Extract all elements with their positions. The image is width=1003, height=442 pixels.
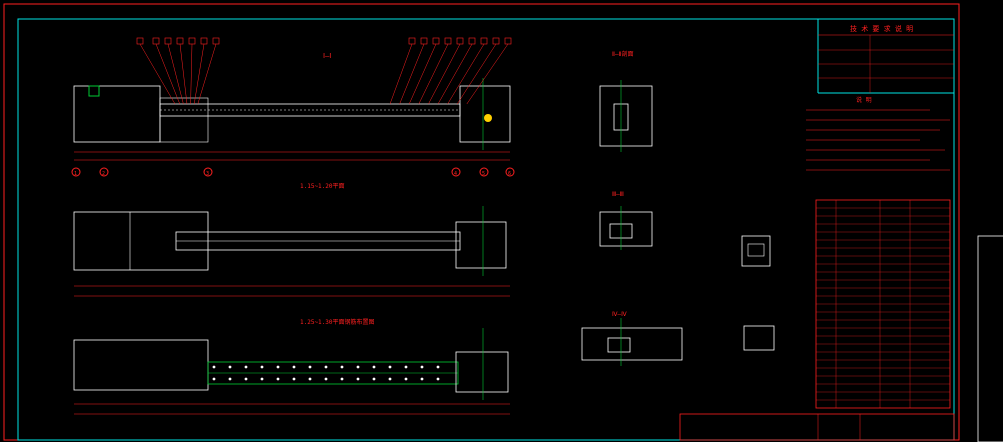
table-rows [816,207,950,401]
notes-header: 说 明 [856,96,872,104]
rebar-dot [356,365,360,369]
leader-tag [420,37,428,45]
title-strip [679,413,955,441]
plan-view-2-label: 1.25~1.30平面钢筋布置图 [300,318,375,326]
elevation-left-marker [88,85,100,97]
plan-view-1: 1.15~1.20平面 [73,183,510,297]
sheet-frame-inner [17,18,955,441]
rebar-dot [404,365,408,369]
leader-line [193,43,205,105]
rebar-dot [436,377,440,381]
leader-line [190,43,193,105]
leader-tag [200,37,208,45]
rebar-dot [420,377,424,381]
leader-tag [432,37,440,45]
rebar-dot [340,377,344,381]
leader-line [437,43,473,105]
leader-tag [188,37,196,45]
axis-bubble-3: 3 [206,171,209,177]
section-3-label: Ⅳ—Ⅳ [612,311,627,318]
rebar-dot [404,377,408,381]
axis-bubbles: 1 2 3 4 5 6 [71,167,515,177]
leader-line [447,43,485,105]
title-block: 技 术 要 求 说 明 说 明 [679,24,955,441]
axis-bubble-5: 5 [482,171,485,177]
axis-bubble-6: 6 [508,171,511,177]
leader-line [418,43,449,105]
rebar-dot [356,377,360,381]
rebar-dot [324,365,328,369]
elevation-view: Ⅰ—Ⅰ [73,52,511,161]
leader-tag [408,37,416,45]
leader-line [155,43,181,105]
rebar-dot [228,377,232,381]
leader-line [179,43,188,105]
leader-line [389,43,413,105]
rebar-dot [228,365,232,369]
leader-tag [444,37,452,45]
rebar-dot [388,365,392,369]
section-2-label: Ⅲ—Ⅲ [612,191,624,198]
rebar-dot [308,365,312,369]
rebar-dot [244,377,248,381]
leader-tag [456,37,464,45]
leader-line [139,43,176,105]
rebar-dot [372,377,376,381]
leader-tag [176,37,184,45]
plan-view-1-label: 1.15~1.20平面 [300,183,345,190]
leader-line [197,43,217,105]
leader-tag [164,37,172,45]
rebar-dot [308,377,312,381]
rebar-dot [212,365,216,369]
leader-lines [136,37,512,105]
axis-bubble-2: 2 [102,171,105,177]
title-block-header: 技 术 要 求 说 明 [850,24,913,33]
leader-tag [504,37,512,45]
elevation-highlight [484,114,492,122]
rebar-dot [276,377,280,381]
leader-tag [492,37,500,45]
plan-view-2: 1.25~1.30平面钢筋布置图 [73,318,510,415]
rebar-dot [276,365,280,369]
rebar-dot [340,365,344,369]
elevation-view-label: Ⅰ—Ⅰ [323,52,331,60]
axis-bubble-1: 1 [74,171,77,177]
rebar-dots [212,365,440,381]
rebar-dot [292,377,296,381]
rebar-dot [212,377,216,381]
section-1-label: Ⅱ—Ⅱ剖面 [612,50,634,58]
rebar-dot [292,365,296,369]
rebar-dot [260,365,264,369]
rebar-dot [244,365,248,369]
rebar-dot [436,365,440,369]
leader-line [399,43,425,105]
leader-tag [468,37,476,45]
leader-line [466,43,509,105]
leader-line [456,43,497,105]
rebar-dot [420,365,424,369]
rebar-dot [372,365,376,369]
axis-bubble-4: 4 [454,171,457,177]
leader-tag [480,37,488,45]
leader-line [167,43,184,105]
leader-tag [136,37,144,45]
rebar-dot [324,377,328,381]
leader-tag [152,37,160,45]
rebar-dot [260,377,264,381]
leader-line [428,43,461,105]
adjacent-sheet-edge [977,235,1003,442]
rebar-dot [388,377,392,381]
section-views: Ⅱ—Ⅱ剖面 Ⅲ—Ⅲ Ⅳ—Ⅳ [581,50,775,366]
leader-tag [212,37,220,45]
leader-line [408,43,437,105]
